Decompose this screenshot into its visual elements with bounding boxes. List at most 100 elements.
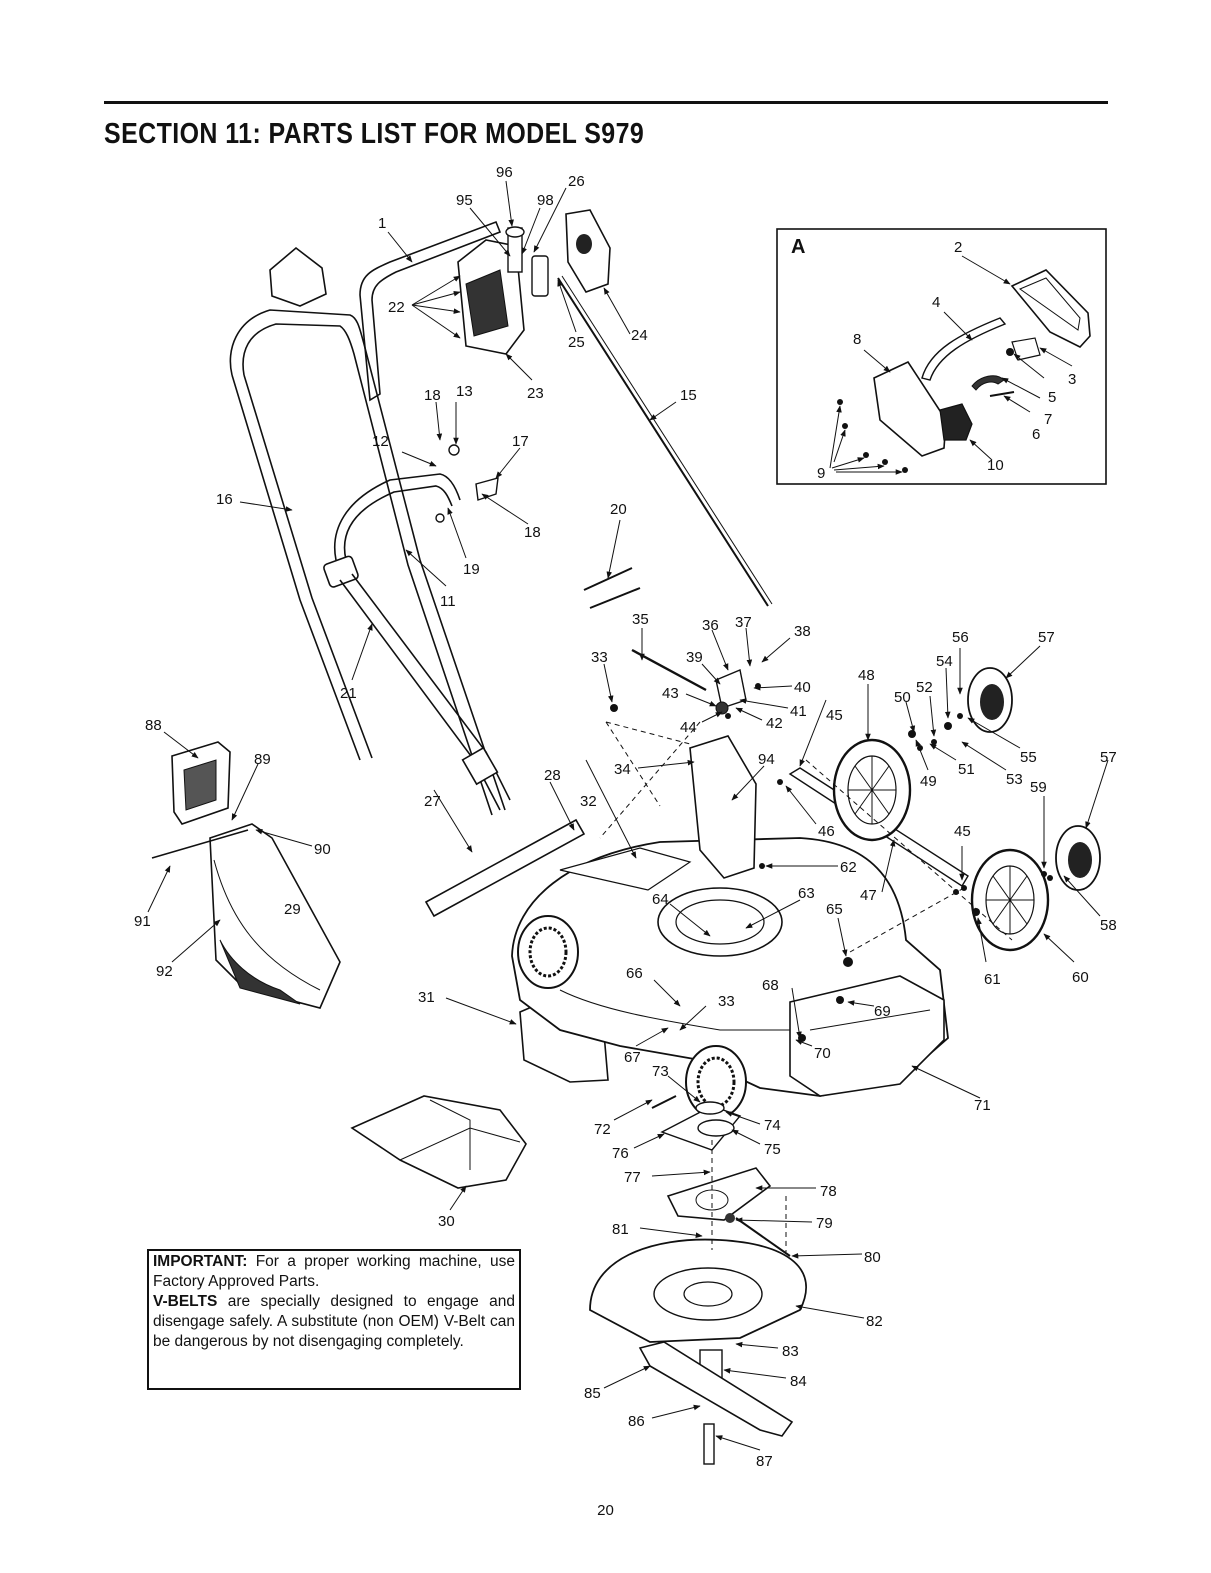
callout-13: 13 — [456, 383, 473, 400]
callout-66: 66 — [626, 965, 643, 982]
callout-94: 94 — [758, 751, 775, 768]
important-label: IMPORTANT: — [153, 1253, 248, 1270]
callout-78: 78 — [820, 1183, 837, 1200]
blade — [638, 1341, 794, 1465]
callout-87: 87 — [756, 1453, 773, 1470]
section-title: SECTION 11: PARTS LIST FOR MODEL S979 — [104, 118, 645, 150]
callout-63: 63 — [798, 885, 815, 902]
side-discharge — [350, 1095, 527, 1189]
baffle — [589, 1217, 807, 1343]
hub-cap — [967, 667, 1013, 733]
callout-54: 54 — [936, 653, 953, 670]
callout-80: 80 — [864, 1249, 881, 1266]
inset-callout: 8 — [853, 331, 861, 348]
callout-88: 88 — [145, 717, 162, 734]
rear-chute — [209, 823, 341, 1009]
callout-68: 68 — [762, 977, 779, 994]
callout-51: 51 — [958, 761, 975, 778]
inset-callout: 3 — [1068, 371, 1076, 388]
callout-24: 24 — [631, 327, 648, 344]
callout-41: 41 — [790, 703, 807, 720]
callout-labels: 96 26 95 98 1 22 24 25 23 18 13 12 17 15… — [134, 164, 1117, 1470]
callout-86: 86 — [628, 1413, 645, 1430]
page-number: 20 — [597, 1502, 614, 1519]
callout-95: 95 — [456, 192, 473, 209]
callout-76: 76 — [612, 1145, 629, 1162]
rear-wheel-left — [832, 738, 912, 842]
control-cover — [565, 209, 611, 293]
callout-82: 82 — [866, 1313, 883, 1330]
callout-34: 34 — [614, 761, 631, 778]
callout-19: 19 — [463, 561, 480, 578]
handle-tube — [424, 818, 586, 918]
callout-75: 75 — [764, 1141, 781, 1158]
callout-20: 20 — [610, 501, 627, 518]
important-text-2: are specially designed to engage and dis… — [153, 1293, 515, 1350]
inset-rod-part — [921, 317, 1007, 381]
callout-22: 22 — [388, 299, 405, 316]
height-bracket — [689, 735, 757, 879]
callout-56: 56 — [952, 629, 969, 646]
callout-26: 26 — [568, 173, 585, 190]
callout-64: 64 — [652, 891, 669, 908]
callout-21: 21 — [340, 685, 357, 702]
bail-handle — [323, 473, 461, 588]
important-notice: IMPORTANT: For a proper working machine,… — [147, 1249, 521, 1390]
callout-67: 67 — [624, 1049, 641, 1066]
inset-callout: 9 — [817, 465, 825, 482]
callout-31: 31 — [418, 989, 435, 1006]
callout-36: 36 — [702, 617, 719, 634]
callout-43: 43 — [662, 685, 679, 702]
callout-74: 74 — [764, 1117, 781, 1134]
callout-32: 32 — [580, 793, 597, 810]
callout-81: 81 — [612, 1221, 629, 1238]
callout-38: 38 — [794, 623, 811, 640]
callout-25: 25 — [568, 334, 585, 351]
callout-77: 77 — [624, 1169, 641, 1186]
callout-53: 53 — [1006, 771, 1023, 788]
callout-84: 84 — [790, 1373, 807, 1390]
callout-92: 92 — [156, 963, 173, 980]
callout-1: 1 — [378, 215, 386, 232]
callout-18a: 18 — [424, 387, 441, 404]
inset-callout: 5 — [1048, 389, 1056, 406]
callout-98: 98 — [537, 192, 554, 209]
callout-60: 60 — [1072, 969, 1089, 986]
callout-17: 17 — [512, 433, 529, 450]
callout-55: 55 — [1020, 749, 1037, 766]
callout-50: 50 — [894, 689, 911, 706]
callout-39: 39 — [686, 649, 703, 666]
callout-12: 12 — [372, 433, 389, 450]
callout-57b: 57 — [1100, 749, 1117, 766]
callout-96: 96 — [496, 164, 513, 181]
control-box — [457, 226, 549, 355]
callout-73: 73 — [652, 1063, 669, 1080]
inset-box-a: A — [776, 228, 1107, 485]
important-text-1: For a proper working machine, use Factor… — [153, 1253, 515, 1290]
inset-callout: 2 — [954, 239, 962, 256]
callout-58: 58 — [1100, 917, 1117, 934]
callout-70: 70 — [814, 1045, 831, 1062]
callout-23: 23 — [527, 385, 544, 402]
callout-42: 42 — [766, 715, 783, 732]
callout-15: 15 — [680, 387, 697, 404]
inset-plate-part — [873, 360, 947, 457]
lower-handle — [339, 573, 511, 811]
callout-83: 83 — [782, 1343, 799, 1360]
inset-callout: 6 — [1032, 426, 1040, 443]
callout-45a: 45 — [826, 707, 843, 724]
callout-35: 35 — [632, 611, 649, 628]
inset-callout: 10 — [987, 457, 1004, 474]
callout-33a: 33 — [591, 649, 608, 666]
callout-71: 71 — [974, 1097, 991, 1114]
upper-handle — [229, 220, 506, 816]
callout-90: 90 — [314, 841, 331, 858]
callout-11: 11 — [440, 593, 456, 610]
rods — [583, 567, 641, 609]
callout-52: 52 — [916, 679, 933, 696]
inset-callout: 4 — [932, 294, 940, 311]
callout-48: 48 — [858, 667, 875, 684]
callout-59: 59 — [1030, 779, 1047, 796]
callout-33b: 33 — [718, 993, 735, 1010]
